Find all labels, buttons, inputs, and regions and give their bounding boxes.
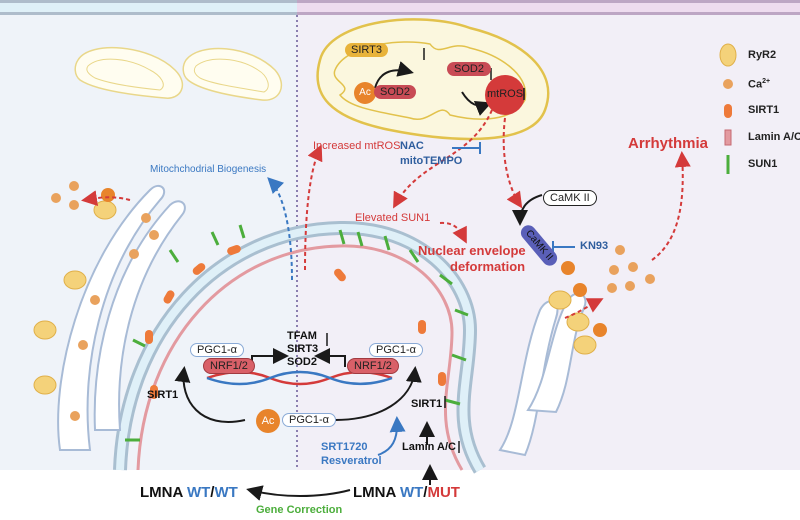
arrhythmia-label: Arrhythmia [628,135,709,152]
lamin-label: Lamin A/C [402,441,456,453]
kn93-inhibitor [552,241,575,253]
ryr2-markers [33,200,597,395]
legend-calcium-sup: 2+ [762,78,771,85]
elevated-sun1-label: Elevated SUN1 [355,212,431,224]
legend-calcium-text: Ca [748,78,763,91]
mitochondrion-left-2 [182,47,283,101]
lmna-wt-mut: LMNA WT/MUT [353,484,460,501]
arrow-camk-activation [512,194,543,226]
sirt3-target-label: SIRT3 [287,343,319,355]
sirt3-pill: SIRT3 [345,43,388,57]
camk-free-pill: CaMK II [543,190,597,206]
arrow-nrf-left [251,348,289,367]
down-arrows [326,48,492,453]
increased-mtros-label: Increased mtROS [313,140,401,152]
lmna-text: LMNA [353,484,396,501]
arrow-ca-release-left [81,190,131,207]
nac-inhibitor [452,142,481,154]
legend-sirt1: SIRT1 [748,104,780,116]
legend-calcium: Ca2+ [748,78,770,91]
sirt1-left-label: SIRT1 [147,389,179,401]
wt-allele-1: WT [186,484,211,501]
legend-icons [719,43,737,174]
mtros-circle [485,75,525,115]
arrow-camk [502,117,523,209]
sod2-target-label: SOD2 [287,356,317,368]
mitotempo-label: mitoTEMPO [400,155,463,167]
arrow-ca-release-right [564,298,604,319]
arrow-arrhythmia [651,151,691,261]
legend-sun1: SUN1 [748,158,778,170]
kn93-label: KN93 [580,240,609,252]
mtros-label: mtROS [487,88,524,100]
pgc-right-pill: PGC1-α [369,343,423,357]
nuclear-envelope-label-1: Nuclear envelope [418,243,526,258]
arrow-increased-mtros [304,144,323,271]
wt-allele: WT [399,484,424,501]
mitochondrion-left-1 [74,47,184,99]
legend-lamin: Lamin A/C [748,131,800,143]
resveratrol-label: Resveratrol [321,455,382,467]
lmna-wt-wt: LMNA WT/WT [140,484,238,501]
allele-sep: / [210,484,215,501]
nuclear-envelope [113,220,487,474]
sirt1-markers [145,244,446,399]
sun1-markers [125,224,469,442]
gene-correction-label: Gene Correction [256,504,343,516]
arrow-elevated-sun1 [393,109,493,209]
pgc-left-pill: PGC1-α [190,343,244,357]
lmna-text: LMNA [140,484,183,501]
sod2-pill: SOD2 [447,62,491,76]
arrow-pgc-right [334,366,422,421]
calcium-ions [51,181,655,421]
mutant-band [297,0,800,15]
legend-ryr2: RyR2 [748,49,777,61]
nrf-left-pill: NRF1/2 [203,358,255,374]
srt1720-label: SRT1720 [321,441,368,453]
arrow-srt1720 [377,416,406,456]
arrow-sirt3-sod2 [374,61,414,89]
nrf-right-pill: NRF1/2 [347,358,399,374]
nac-label: NAC [400,140,424,152]
tfam-label: TFAM [287,330,317,342]
arrow-sod2-mtros [461,91,492,116]
sirt1-right-label: SIRT1 [411,398,443,410]
mut-allele: MUT [427,484,460,501]
sod2-acetylated-pill: SOD2 [374,85,416,99]
nuclear-envelope-label-2: deformation [450,259,526,274]
arrow-envelope [439,221,467,244]
arrow-mito-biogenesis [267,177,293,281]
allele-sep: / [423,484,428,501]
arrow-pgc-left [174,366,246,423]
ac-pgc-badge: Ac [256,409,280,433]
mito-biogenesis-label: Mitochchodrial Biogenesis [150,164,267,175]
sarcoplasmic-reticulum-left [57,184,186,451]
ac-badge: Ac [354,82,376,104]
arrow-nrf-right [314,348,346,367]
arrow-gene-correction [246,485,351,501]
phospho-markers [101,188,607,337]
wt-allele-2: WT [214,484,238,501]
wild-type-band [0,0,297,15]
ac-pgc-pill: PGC1-α [282,413,336,427]
